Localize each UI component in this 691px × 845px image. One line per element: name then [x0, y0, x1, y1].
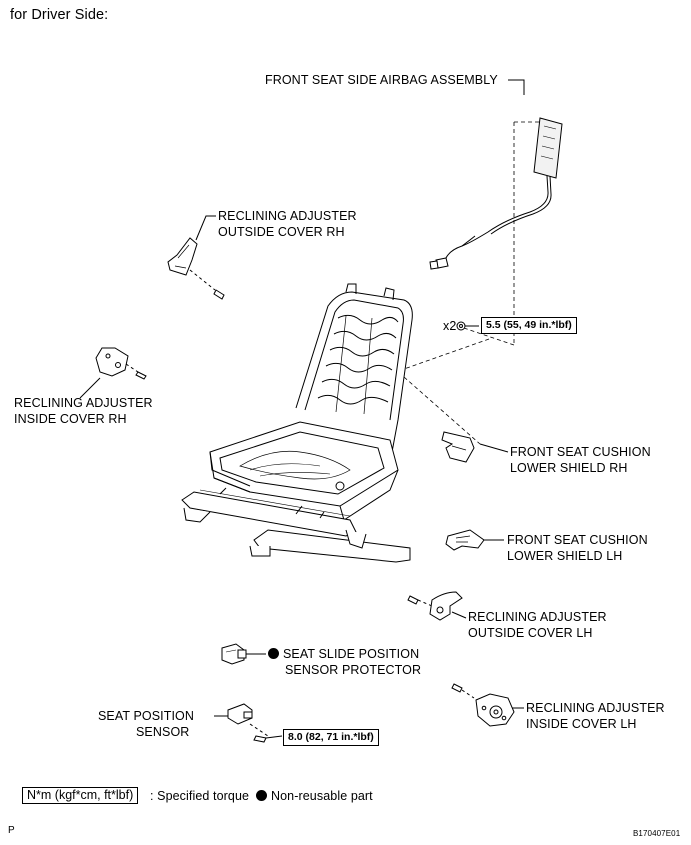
label-cushion-shield-lh-line1: FRONT SEAT CUSHION — [507, 533, 648, 547]
cushion-shield-rh-leader — [479, 443, 509, 453]
label-outside-cover-lh-line1: RECLINING ADJUSTER — [468, 610, 607, 624]
label-cushion-shield-rh-line2: LOWER SHIELD RH — [510, 461, 628, 475]
legend-nonreusable: Non-reusable part — [256, 789, 373, 804]
outside-cover-rh-drawing — [167, 237, 225, 300]
label-outside-cover-rh-line2: OUTSIDE COVER RH — [218, 225, 345, 239]
footer-left-mark: P — [8, 825, 15, 836]
airbag-leader-line — [508, 79, 525, 95]
inside-cover-rh-leader — [79, 377, 101, 399]
label-slide-sensor-protector-line1: SEAT SLIDE POSITION — [268, 647, 419, 662]
outside-cover-lh-leader — [451, 611, 467, 619]
cushion-shield-rh-drawing — [441, 431, 475, 463]
inside-cover-lh-drawing — [451, 683, 515, 727]
label-outside-cover-rh-line1: RECLINING ADJUSTER — [218, 209, 357, 223]
cushion-shield-lh-drawing — [445, 529, 485, 551]
seat-position-sensor-drawing — [227, 703, 283, 743]
label-slide-sensor-text1: SEAT SLIDE POSITION — [283, 647, 420, 661]
outside-cover-rh-leader — [195, 215, 216, 241]
label-inside-cover-lh-line2: INSIDE COVER LH — [526, 717, 637, 731]
legend-unit-box: N*m (kgf*cm, ft*lbf) — [22, 787, 139, 804]
figure-id: B170407E01 — [633, 829, 681, 838]
legend-nonreusable-text: Non-reusable part — [271, 789, 373, 803]
label-outside-cover-lh-line2: OUTSIDE COVER LH — [468, 626, 593, 640]
label-inside-cover-rh-line1: RECLINING ADJUSTER — [14, 396, 153, 410]
label-seat-position-sensor-line1: SEAT POSITION — [98, 709, 194, 723]
label-cushion-shield-lh-line2: LOWER SHIELD LH — [507, 549, 623, 563]
inside-cover-rh-drawing — [95, 347, 147, 380]
label-cushion-shield-rh-line1: FRONT SEAT CUSHION — [510, 445, 651, 459]
seat-frame-drawing — [181, 283, 413, 563]
slide-sensor-protector-drawing — [221, 643, 247, 665]
legend-dot-icon — [256, 790, 267, 801]
label-slide-sensor-protector-line2: SENSOR PROTECTOR — [285, 663, 422, 677]
label-inside-cover-rh-line2: INSIDE COVER RH — [14, 412, 127, 426]
torque-multiplier: x2 — [443, 319, 457, 333]
outside-cover-lh-drawing — [407, 591, 463, 621]
page-title: for Driver Side: — [10, 7, 109, 23]
label-airbag-assembly: FRONT SEAT SIDE AIRBAG ASSEMBLY — [265, 73, 498, 87]
legend-torque-description: : Specified torque — [150, 789, 250, 803]
torque-spec-airbag-nuts: 5.5 (55, 49 in.*lbf) — [481, 317, 577, 334]
label-seat-position-sensor-line2: SENSOR — [136, 725, 190, 739]
non-reusable-dot-icon — [268, 648, 279, 659]
label-inside-cover-lh-line1: RECLINING ADJUSTER — [526, 701, 665, 715]
torque-spec-sensor-bolt: 8.0 (82, 71 in.*lbf) — [283, 729, 379, 746]
airbag-assembly-drawing — [429, 117, 563, 270]
